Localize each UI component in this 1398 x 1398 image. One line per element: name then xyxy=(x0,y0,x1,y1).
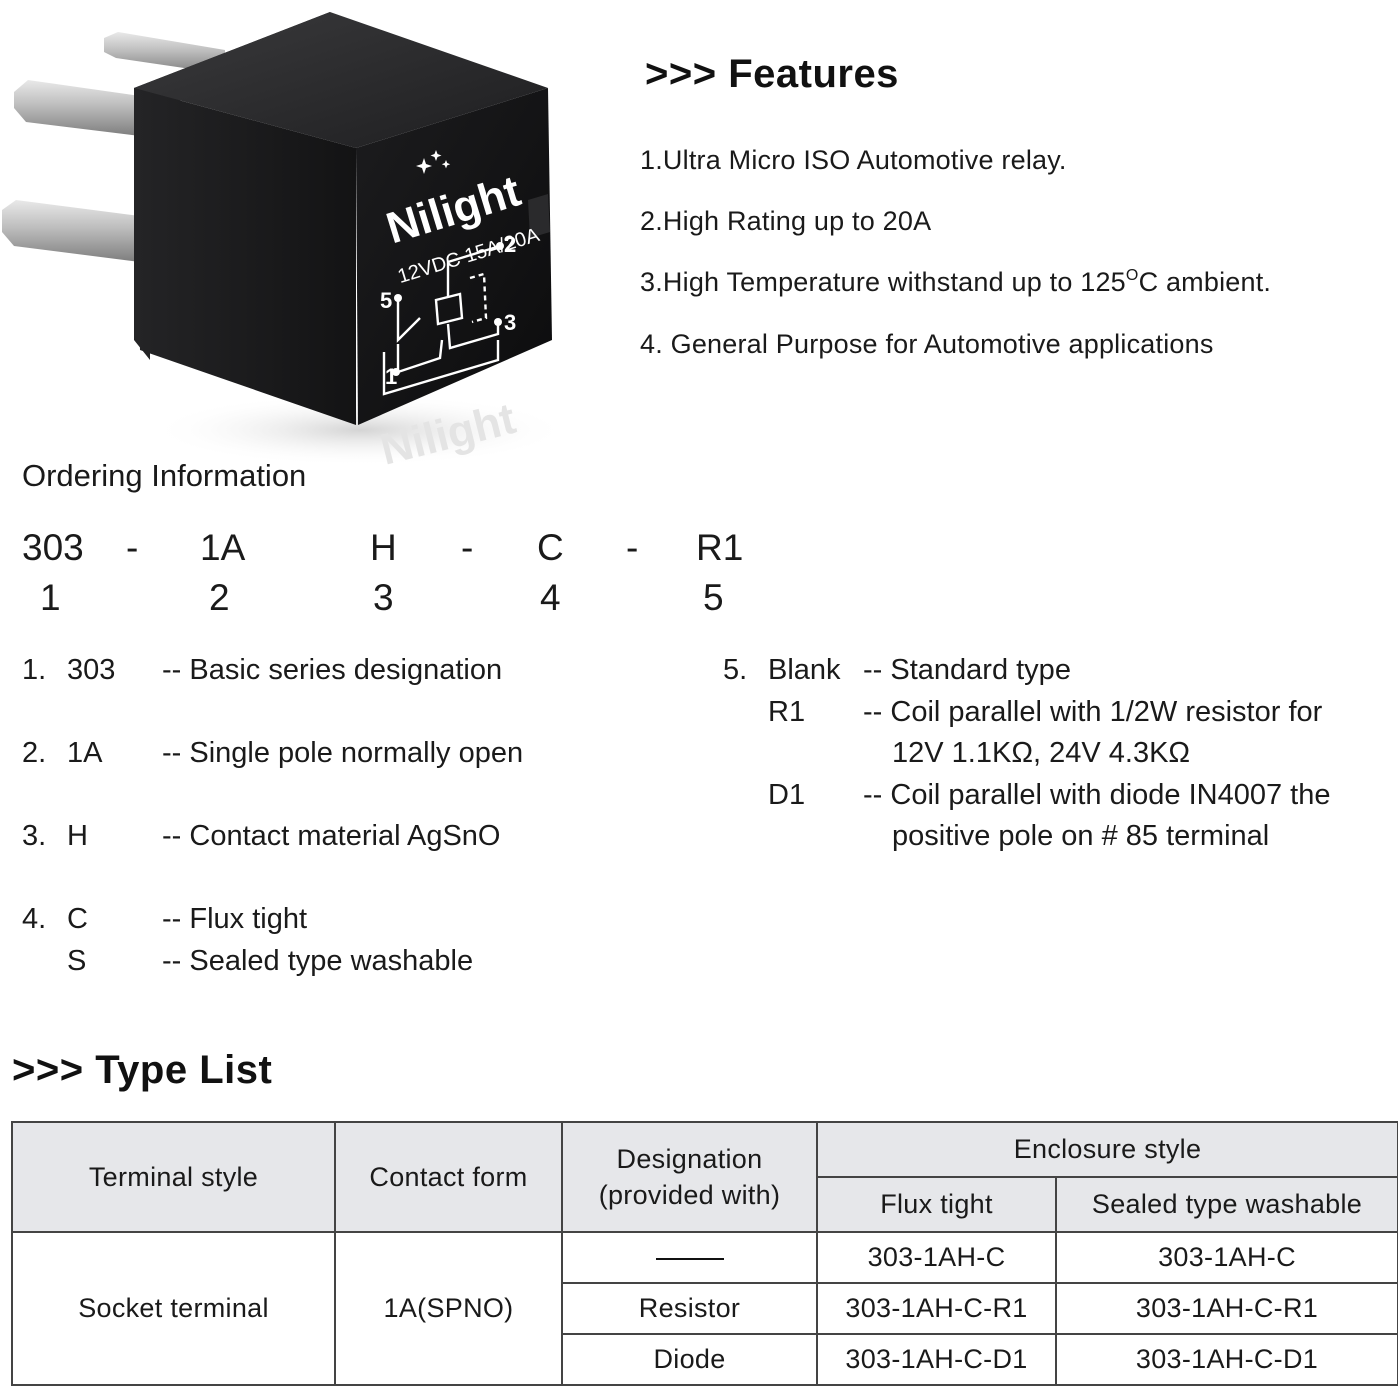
code-part: 1A xyxy=(200,527,246,568)
list-desc: -- Flux tight xyxy=(162,903,308,935)
features-title: >>> Features xyxy=(645,52,899,96)
list-code: 1A xyxy=(67,737,103,769)
list-desc: -- Single pole normally open xyxy=(162,737,524,769)
cell-terminal: Socket terminal xyxy=(11,1231,336,1386)
dash-line xyxy=(655,1257,724,1260)
feature-item: 4. General Purpose for Automotive applic… xyxy=(640,329,1214,359)
list-code: R1 xyxy=(768,696,806,728)
code-separator: - xyxy=(461,527,474,568)
type-list-table: Terminal style Contact form Designation … xyxy=(11,1121,1398,1386)
relay-circuit-diagram xyxy=(382,244,501,396)
cell-contact: 1A(SPNO) xyxy=(334,1231,563,1386)
list-code: S xyxy=(67,945,87,977)
cell-sealed: 303-1AH-C-D1 xyxy=(1055,1333,1398,1386)
cell-flux: 303-1AH-C-D1 xyxy=(816,1333,1057,1386)
list-num: 3. xyxy=(22,820,47,852)
table-row: Socket terminal 1A(SPNO) 303-1AH-C 303-1… xyxy=(11,1231,1398,1386)
ordering-title: Ordering Information xyxy=(22,458,307,493)
degree-symbol: O xyxy=(1125,267,1139,284)
cell-designation-none xyxy=(561,1231,818,1284)
cell-sealed: 303-1AH-C xyxy=(1055,1231,1398,1284)
list-num: 5. xyxy=(723,654,748,686)
pin-label: 2 xyxy=(504,232,516,257)
code-part: 303 xyxy=(22,527,84,568)
feature-item: 2.High Rating up to 20A xyxy=(640,206,932,236)
list-desc-cont: 12V 1.1KΩ, 24V 4.3KΩ xyxy=(892,737,1191,769)
code-part: H xyxy=(370,527,397,568)
list-code: D1 xyxy=(768,779,806,811)
feature-item: 1.Ultra Micro ISO Automotive relay. xyxy=(640,145,1067,175)
feature-item-suffix: C ambient. xyxy=(1138,267,1272,297)
code-index: 1 xyxy=(40,577,61,618)
list-desc: -- Basic series designation xyxy=(162,654,503,686)
cell-designation: Diode xyxy=(561,1333,818,1386)
code-index: 3 xyxy=(373,577,394,618)
header-enclosure-style: Enclosure style xyxy=(816,1121,1398,1178)
list-desc: -- Coil parallel with diode IN4007 the xyxy=(863,779,1331,811)
feature-item-text: 3.High Temperature withstand up to 125 xyxy=(640,267,1126,297)
list-num: 1. xyxy=(22,654,47,686)
code-index: 4 xyxy=(540,577,561,618)
code-separator: - xyxy=(126,527,139,568)
list-code: C xyxy=(67,903,88,935)
list-desc: -- Standard type xyxy=(863,654,1071,686)
cell-designation: Resistor xyxy=(561,1282,818,1335)
list-code: Blank xyxy=(768,654,841,686)
relay-product-image: Nilight Nilight 12VDC 15A/20A xyxy=(2,12,570,470)
table-row: Resistor 303-1AH-C-R1 303-1AH-C-R1 xyxy=(12,1282,1398,1335)
table-row: Diode 303-1AH-C-D1 303-1AH-C-D1 xyxy=(12,1333,1398,1386)
list-desc: -- Contact material AgSnO xyxy=(162,820,501,852)
code-index: 2 xyxy=(209,577,230,618)
code-separator: - xyxy=(626,527,639,568)
header-designation: Designation (provided with) xyxy=(561,1121,818,1233)
header-flux-tight: Flux tight xyxy=(816,1176,1057,1233)
list-code: H xyxy=(67,820,88,852)
list-num: 2. xyxy=(22,737,47,769)
code-part: C xyxy=(537,527,564,568)
type-list-title: >>> Type List xyxy=(12,1048,273,1092)
list-desc: -- Sealed type washable xyxy=(162,945,474,977)
relay-pins xyxy=(2,32,225,262)
header-designation-line2: (provided with) xyxy=(598,1180,781,1210)
header-contact-form: Contact form xyxy=(334,1121,563,1233)
header-sealed: Sealed type washable xyxy=(1055,1176,1398,1233)
feature-item: 3.High Temperature withstand up to 125OC… xyxy=(640,267,1271,298)
cell-sealed: 303-1AH-C-R1 xyxy=(1055,1282,1398,1335)
header-designation-line1: Designation xyxy=(616,1144,763,1174)
code-part: R1 xyxy=(696,527,744,568)
list-code: 303 xyxy=(67,654,116,686)
cell-flux: 303-1AH-C xyxy=(816,1231,1057,1284)
pin-label: 5 xyxy=(380,288,392,313)
pin-label: 3 xyxy=(504,310,516,335)
cell-flux: 303-1AH-C-R1 xyxy=(816,1282,1057,1335)
pin-label: 1 xyxy=(385,364,397,389)
header-terminal-style: Terminal style xyxy=(11,1121,336,1233)
list-num: 4. xyxy=(22,903,47,935)
code-index: 5 xyxy=(703,577,724,618)
list-desc-cont: positive pole on # 85 terminal xyxy=(892,820,1270,852)
sparkle-icon xyxy=(416,150,451,174)
list-desc: -- Coil parallel with 1/2W resistor for xyxy=(863,696,1323,728)
